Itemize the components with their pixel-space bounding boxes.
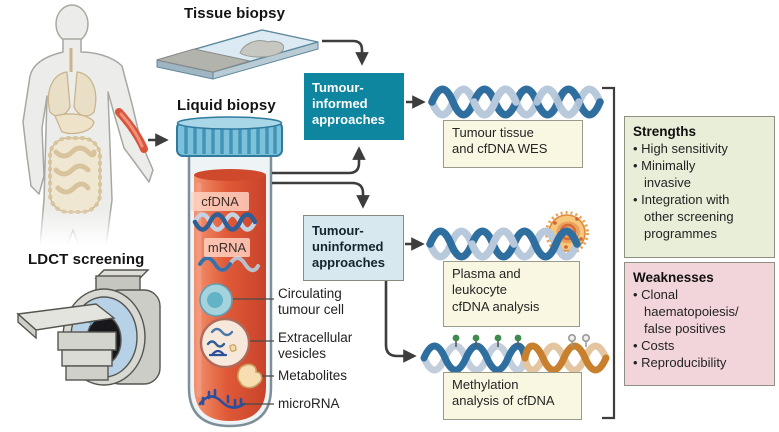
arrow-slide-to-informed bbox=[322, 39, 369, 66]
wes-output-box: Tumour tissue and cfDNA WES bbox=[443, 120, 583, 168]
weaknesses-title: Weaknesses bbox=[633, 270, 714, 285]
metabolite-icon bbox=[237, 363, 263, 389]
arrow-tube-to-uninformed bbox=[272, 181, 370, 209]
circulating-tumour-cell-label: Circulating tumour cell bbox=[278, 286, 345, 318]
tumour-uninformed-box: Tumour- uninformed approaches bbox=[303, 215, 404, 281]
methylated-dna-icon bbox=[420, 333, 610, 374]
dna-helix-wes-icon bbox=[428, 85, 604, 119]
arrow-tube-to-informed bbox=[272, 146, 366, 175]
weakness-item: Reproducibility bbox=[633, 354, 766, 371]
arrow-uninformed-to-methylation bbox=[384, 281, 417, 363]
extracellular-vesicles-label: Extracellular vesicles bbox=[278, 330, 353, 362]
flow-arrows bbox=[148, 39, 426, 363]
cfdna-tube-label: cfDNA bbox=[191, 192, 249, 211]
tube-cap-icon bbox=[176, 116, 283, 157]
mrna-strand-icon bbox=[198, 256, 260, 273]
microrna-icon bbox=[198, 388, 246, 409]
circulating-tumour-cell-icon bbox=[199, 283, 233, 317]
mrna-tube-label: mRNA bbox=[204, 238, 250, 257]
strengths-panel: Strengths High sensitivity Minimally inv… bbox=[624, 116, 775, 258]
biopsy-slide-icon bbox=[156, 29, 319, 80]
strengths-list: High sensitivity Minimally invasive Inte… bbox=[633, 140, 766, 242]
weakness-item: Clonal haematopoiesis/ false positives bbox=[633, 286, 766, 337]
weaknesses-panel: Weaknesses Clonal haematopoiesis/ false … bbox=[624, 262, 775, 386]
weaknesses-list: Clonal haematopoiesis/ false positives C… bbox=[633, 286, 766, 371]
outputs-bracket bbox=[602, 86, 616, 420]
blood-tube-icon bbox=[176, 116, 283, 428]
microrna-label: microRNA bbox=[278, 396, 340, 411]
ct-scanner-icon bbox=[16, 269, 161, 386]
methyl-group-pins-icon bbox=[452, 333, 591, 347]
plasma-output-box: Plasma and leukocyte cfDNA analysis bbox=[443, 261, 580, 327]
extracellular-vesicle-icon bbox=[199, 317, 251, 369]
human-body-icon bbox=[8, 4, 163, 252]
dna-helix-plasma-icon bbox=[426, 227, 581, 261]
tissue-biopsy-label: Tissue biopsy bbox=[184, 5, 286, 22]
metabolites-label: Metabolites bbox=[278, 368, 348, 383]
leader-lines bbox=[233, 298, 274, 405]
strength-item: Integration with other screening program… bbox=[633, 191, 766, 242]
blood-draw-vein-icon bbox=[115, 108, 148, 153]
organs-icon bbox=[47, 48, 102, 214]
strengths-title: Strengths bbox=[633, 124, 697, 139]
tumour-informed-box: Tumour- informed approaches bbox=[304, 73, 404, 140]
weakness-item: Costs bbox=[633, 337, 766, 354]
methylation-output-box: Methylation analysis of cfDNA bbox=[443, 372, 582, 420]
strength-item: Minimally invasive bbox=[633, 157, 766, 191]
cfdna-helix-icon bbox=[192, 212, 258, 232]
ldct-screening-label: LDCT screening bbox=[28, 251, 145, 268]
liquid-biopsy-label: Liquid biopsy bbox=[177, 97, 276, 114]
strength-item: High sensitivity bbox=[633, 140, 766, 157]
